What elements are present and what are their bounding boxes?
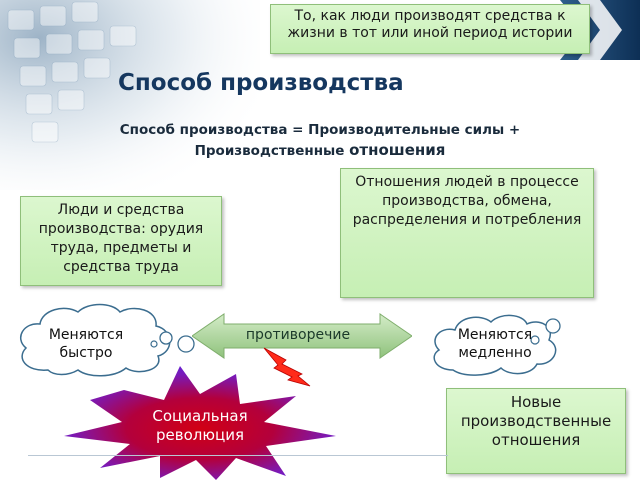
bottom-divider xyxy=(28,455,448,456)
keyboard-background-image xyxy=(0,0,260,190)
top-definition-note: То, как люди производят средства к жизни… xyxy=(270,4,590,54)
page-title: Способ производства xyxy=(118,70,404,96)
production-relations-note: Отношения людей в процессе производства,… xyxy=(340,168,594,298)
top-note-text: То, как люди производят средства к жизни… xyxy=(287,8,573,41)
revolution-label: Социальная революция xyxy=(152,407,248,444)
right-note-text: Отношения людей в процессе производства,… xyxy=(352,174,582,228)
revolution-explosion-shape xyxy=(64,366,336,480)
contradiction-label: противоречие xyxy=(245,327,351,343)
formula-line-2-part: Производственные xyxy=(194,143,350,159)
left-note-text: Люди и средства производства: орудия тру… xyxy=(38,202,204,275)
new-relations-note: Новые производственные отношения xyxy=(446,388,626,474)
formula-line-1: Способ производства = Производительные с… xyxy=(119,122,521,138)
productive-forces-note: Люди и средства производства: орудия тру… xyxy=(20,196,222,286)
formula-line-2: Производственные отношения xyxy=(60,140,580,161)
contradiction-double-arrow xyxy=(192,313,412,359)
formula-text: Способ производства = Производительные с… xyxy=(60,120,580,161)
formula-line-2-emph: отношения xyxy=(349,141,446,159)
new-relations-text: Новые производственные отношения xyxy=(460,393,612,449)
right-thought-cloud xyxy=(433,314,561,376)
right-cloud-text: Меняются медленно xyxy=(457,327,533,361)
left-cloud-text: Меняются быстро xyxy=(48,327,124,361)
left-thought-cloud xyxy=(20,303,195,377)
lightning-icon xyxy=(263,347,311,387)
